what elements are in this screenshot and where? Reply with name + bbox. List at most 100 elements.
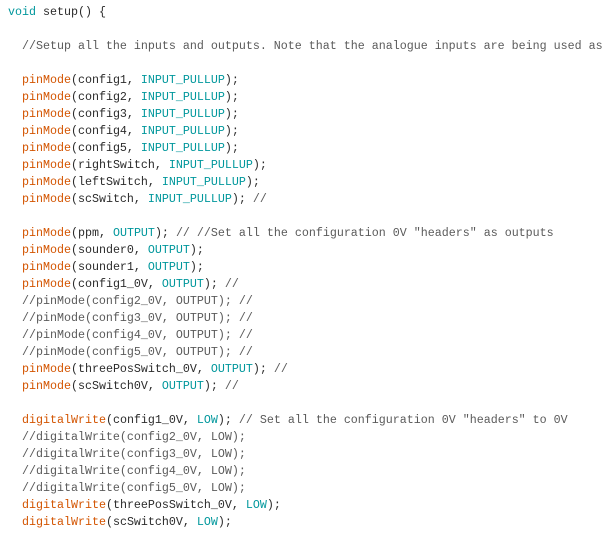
code-token: (config3, — [70, 107, 141, 121]
code-token: (config2, — [70, 90, 141, 104]
code-token — [8, 498, 22, 512]
code-token — [8, 515, 22, 529]
code-token: ); — [224, 107, 239, 121]
code-token: (rightSwitch, — [70, 158, 169, 172]
constant-token: OUTPUT — [112, 226, 155, 240]
function-token: pinMode — [22, 158, 71, 172]
code-token — [8, 277, 22, 291]
comment-token: //pinMode(config5_0V, OUTPUT); // — [8, 345, 253, 359]
code-token: ); — [224, 141, 239, 155]
code-token — [8, 175, 22, 189]
code-token: (config5, — [70, 141, 141, 155]
comment-token: // Set all the configuration 0V "headers… — [238, 413, 568, 427]
code-token — [8, 226, 22, 240]
code-line[interactable]: pinMode(config2, INPUT_PULLUP); — [0, 89, 610, 106]
code-token — [8, 362, 22, 376]
constant-token: INPUT_PULLUP — [140, 107, 225, 121]
code-line[interactable]: pinMode(config5, INPUT_PULLUP); — [0, 140, 610, 157]
code-line[interactable]: digitalWrite(config1_0V, LOW); // Set al… — [0, 412, 610, 429]
constant-token: INPUT_PULLUP — [140, 124, 225, 138]
code-token: (config4, — [70, 124, 141, 138]
code-token — [8, 73, 22, 87]
code-line[interactable]: digitalWrite(scSwitch0V, LOW); — [0, 514, 610, 531]
constant-token: INPUT_PULLUP — [168, 158, 253, 172]
code-line[interactable]: pinMode(config4, INPUT_PULLUP); — [0, 123, 610, 140]
constant-token: INPUT_PULLUP — [140, 141, 225, 155]
code-line[interactable] — [0, 395, 610, 412]
code-line[interactable]: //digitalWrite(config5_0V, LOW); — [0, 480, 610, 497]
code-line[interactable]: pinMode(scSwitch, INPUT_PULLUP); // — [0, 191, 610, 208]
code-line[interactable]: pinMode(leftSwitch, INPUT_PULLUP); — [0, 174, 610, 191]
code-line[interactable]: //digitalWrite(config2_0V, LOW); — [0, 429, 610, 446]
function-token: pinMode — [22, 260, 71, 274]
code-token: (scSwitch, — [70, 192, 148, 206]
code-token: (ppm, — [70, 226, 113, 240]
code-line[interactable] — [0, 208, 610, 225]
code-token — [8, 413, 22, 427]
code-token — [8, 379, 22, 393]
code-line[interactable]: //pinMode(config5_0V, OUTPUT); // — [0, 344, 610, 361]
function-token: pinMode — [22, 141, 71, 155]
comment-token: // — [252, 192, 267, 206]
code-token — [8, 192, 22, 206]
code-line[interactable]: //pinMode(config2_0V, OUTPUT); // — [0, 293, 610, 310]
function-token: pinMode — [22, 362, 71, 376]
code-line[interactable]: //pinMode(config3_0V, OUTPUT); // — [0, 310, 610, 327]
code-line[interactable]: pinMode(threePosSwitch_0V, OUTPUT); // — [0, 361, 610, 378]
code-token: ); — [224, 124, 239, 138]
constant-token: OUTPUT — [161, 277, 204, 291]
comment-token: //pinMode(config2_0V, OUTPUT); // — [8, 294, 253, 308]
code-line[interactable]: pinMode(config1_0V, OUTPUT); // — [0, 276, 610, 293]
comment-token: //digitalWrite(config5_0V, LOW); — [8, 481, 246, 495]
code-line[interactable]: digitalWrite(threePosSwitch_0V, LOW); — [0, 497, 610, 514]
code-line[interactable] — [0, 21, 610, 38]
code-token: ); — [217, 413, 239, 427]
code-token — [8, 90, 22, 104]
comment-token: //digitalWrite(config2_0V, LOW); — [8, 430, 246, 444]
comment-token: //pinMode(config4_0V, OUTPUT); // — [8, 328, 253, 342]
code-line[interactable]: pinMode(sounder0, OUTPUT); — [0, 242, 610, 259]
code-line[interactable]: pinMode(ppm, OUTPUT); // //Set all the c… — [0, 225, 610, 242]
code-line[interactable]: void setup() { — [0, 4, 610, 21]
function-token: digitalWrite — [22, 413, 106, 427]
code-token: ); — [217, 515, 232, 529]
code-token: (threePosSwitch_0V, — [70, 362, 211, 376]
code-line[interactable]: pinMode(rightSwitch, INPUT_PULLUP); — [0, 157, 610, 174]
code-token: (scSwitch0V, — [105, 515, 197, 529]
code-token: (sounder0, — [70, 243, 148, 257]
constant-token: void — [8, 5, 36, 19]
code-line[interactable]: pinMode(config1, INPUT_PULLUP); — [0, 72, 610, 89]
function-token: digitalWrite — [22, 498, 106, 512]
constant-token: INPUT_PULLUP — [140, 90, 225, 104]
code-token — [8, 141, 22, 155]
code-line[interactable]: //pinMode(config4_0V, OUTPUT); // — [0, 327, 610, 344]
code-token: ); — [245, 175, 260, 189]
code-token: ); — [203, 277, 225, 291]
code-token: ); — [189, 243, 204, 257]
code-line[interactable]: //Setup all the inputs and outputs. Note… — [0, 38, 610, 55]
comment-token: //digitalWrite(config4_0V, LOW); — [8, 464, 246, 478]
comment-token: // — [273, 362, 288, 376]
code-token — [8, 158, 22, 172]
code-token: ); — [224, 90, 239, 104]
code-line[interactable] — [0, 55, 610, 72]
code-token: (threePosSwitch_0V, — [105, 498, 246, 512]
code-token: (leftSwitch, — [70, 175, 162, 189]
code-token: (config1_0V, — [105, 413, 197, 427]
code-line[interactable]: //digitalWrite(config4_0V, LOW); — [0, 463, 610, 480]
code-token: (sounder1, — [70, 260, 148, 274]
code-line[interactable]: pinMode(sounder1, OUTPUT); — [0, 259, 610, 276]
comment-token: // — [224, 379, 239, 393]
constant-token: INPUT_PULLUP — [161, 175, 246, 189]
function-token: pinMode — [22, 243, 71, 257]
code-line[interactable]: pinMode(config3, INPUT_PULLUP); — [0, 106, 610, 123]
comment-token: //digitalWrite(config3_0V, LOW); — [8, 447, 246, 461]
code-token: (config1, — [70, 73, 141, 87]
code-token: ); — [266, 498, 281, 512]
code-token — [8, 107, 22, 121]
code-token: ); — [203, 379, 225, 393]
code-line[interactable]: //digitalWrite(config3_0V, LOW); — [0, 446, 610, 463]
function-token: pinMode — [22, 124, 71, 138]
code-line[interactable]: pinMode(scSwitch0V, OUTPUT); // — [0, 378, 610, 395]
